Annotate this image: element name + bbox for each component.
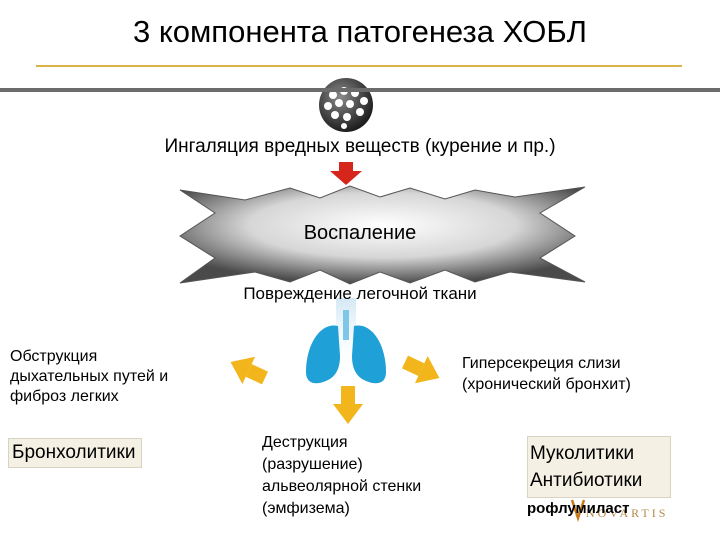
antibiotics-label: Антибиотики <box>530 470 643 491</box>
title-rule-gold <box>36 65 682 67</box>
destruction-line: (эмфизема) <box>262 500 350 517</box>
lungs-icon <box>306 310 386 384</box>
yellow-arrow-left-icon <box>230 356 268 385</box>
hypersecretion-line: Гиперсекреция слизи <box>462 355 621 372</box>
obstruction-text: Обструкция дыхательных путей и фиброз ле… <box>10 347 240 407</box>
hypersecretion-text: Гиперсекреция слизи (хронический бронхит… <box>462 353 712 395</box>
obstruction-line: Обструкция <box>10 348 98 365</box>
inflammation-label: Воспаление <box>303 222 417 244</box>
obstruction-line: дыхательных путей и <box>10 368 169 385</box>
title-rule-dark <box>0 88 720 92</box>
red-arrow-icon <box>330 162 362 185</box>
obstruction-line: фиброз легких <box>10 388 119 405</box>
logo-mark-icon <box>570 499 586 522</box>
hypersecretion-line: (хронический бронхит) <box>462 376 631 393</box>
destruction-line: (разрушение) <box>262 456 363 473</box>
bronchodilators-box: Бронхолитики <box>8 438 143 468</box>
mucolytics-antibiotics-box: Муколитики Антибиотики <box>527 436 671 498</box>
destruction-line: Деструкция <box>262 434 348 451</box>
inhalation-label: Ингаляция вредных веществ (курение и пр.… <box>164 136 556 157</box>
yellow-arrow-down-icon <box>333 386 363 424</box>
destruction-text: Деструкция (разрушение) альвеолярной сте… <box>262 432 492 520</box>
particles-icon <box>319 78 373 132</box>
logo-text: NOVARTIS <box>586 506 669 520</box>
roflumilast-label: рофлумиласт <box>527 500 630 517</box>
inflammation-burst-shape <box>179 185 586 285</box>
page-title: 3 компонента патогенеза ХОБЛ <box>132 14 588 49</box>
destruction-line: альвеолярной стенки <box>262 478 422 495</box>
mucolytics-label: Муколитики <box>530 443 635 464</box>
tissue-damage-label: Повреждение легочной ткани <box>243 284 477 303</box>
yellow-arrow-right-icon <box>402 355 440 384</box>
